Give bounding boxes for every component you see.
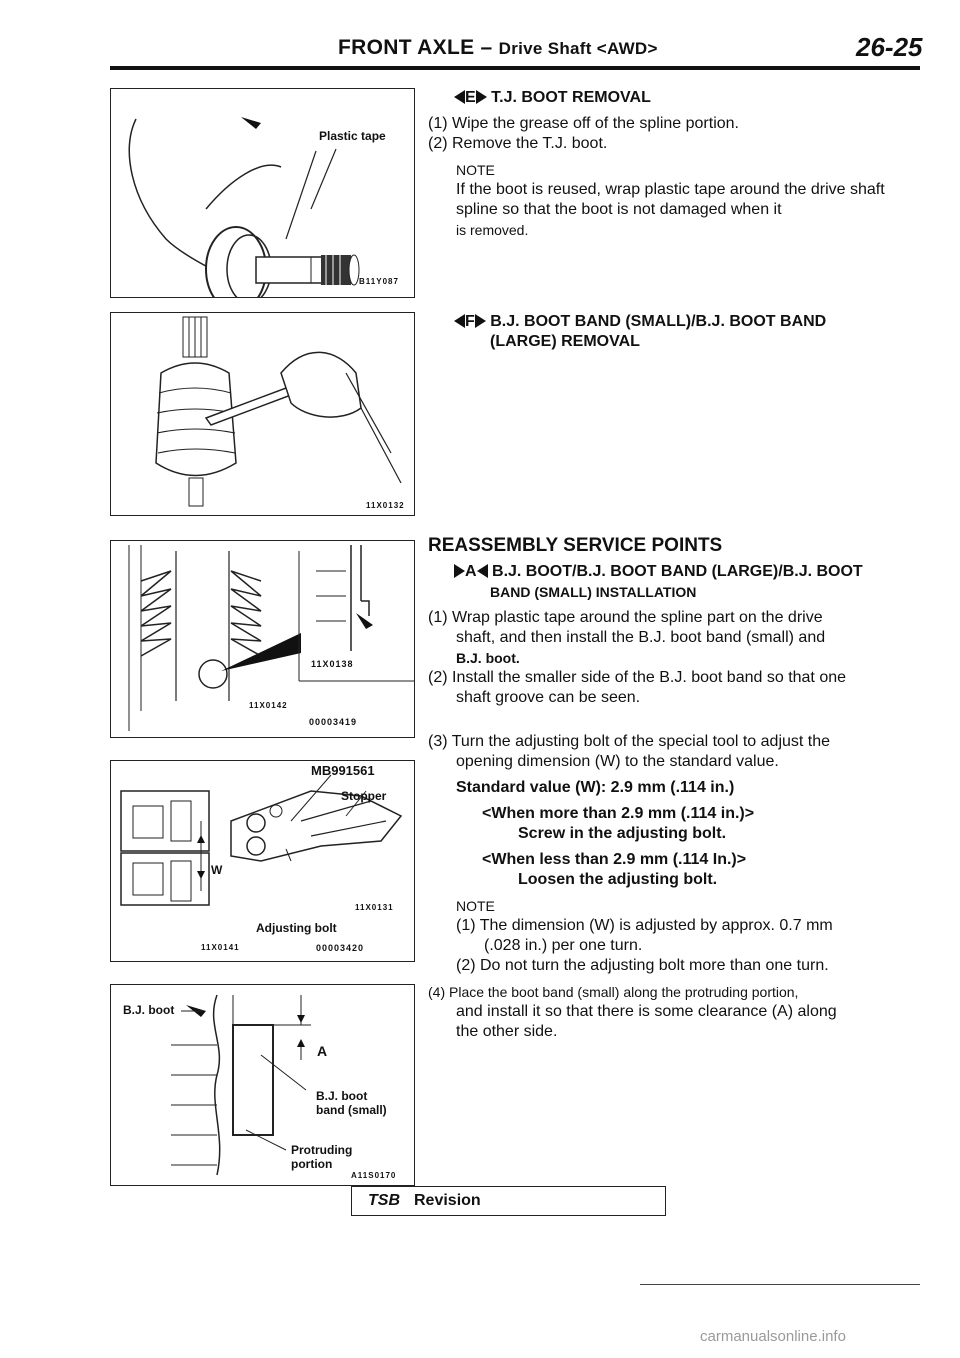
- tsb-label: TSB: [368, 1192, 400, 1209]
- reassembly-title-2: BAND (SMALL) INSTALLATION: [490, 584, 697, 600]
- note-text: (1) The dimension (W) is adjusted by app…: [456, 917, 833, 934]
- step-text: (1) Wipe the grease off of the spline po…: [428, 115, 739, 132]
- label-w: W: [211, 863, 223, 877]
- note-text: (.028 in.) per one turn.: [484, 937, 643, 954]
- note-label: NOTE: [456, 898, 495, 914]
- reassembly-subheading: A B.J. BOOT/B.J. BOOT BAND (LARGE)/B.J. …: [428, 562, 918, 582]
- step-text: shaft groove can be seen.: [456, 689, 641, 706]
- step-text: the other side.: [456, 1023, 558, 1040]
- step-text: B.J. boot.: [456, 650, 520, 666]
- label-tool-number: MB991561: [311, 763, 375, 778]
- note-label: NOTE: [456, 162, 495, 178]
- section-bj-band-removal: F B.J. BOOT BAND (SMALL)/B.J. BOOT BAND …: [428, 312, 918, 352]
- special-tool-drawing: [120, 774, 403, 906]
- footer-rule: [640, 1284, 920, 1285]
- label-protruding-2: portion: [291, 1157, 333, 1171]
- step-text: and install it so that there is some cle…: [456, 1003, 837, 1020]
- reassembly-title: B.J. BOOT/B.J. BOOT BAND (LARGE)/B.J. BO…: [492, 563, 863, 580]
- label-plastic-tape: Plastic tape: [319, 129, 386, 143]
- tsb-revision-box: TSB Revision: [351, 1186, 666, 1216]
- boot-band-placement-drawing: [171, 994, 311, 1176]
- bj-band-removal-drawing: [155, 316, 402, 507]
- page-header: FRONT AXLE – Drive Shaft <AWD> 26-25: [0, 28, 960, 70]
- section-e-title: T.J. BOOT REMOVAL: [491, 89, 651, 106]
- marker-right-icon: [474, 314, 486, 328]
- revision-label: Revision: [414, 1192, 481, 1209]
- step-text: (3) Turn the adjusting bolt of the speci…: [428, 733, 831, 750]
- note-text: (2) Do not turn the adjusting bolt more …: [456, 957, 829, 974]
- label-adjusting-bolt: Adjusting bolt: [256, 921, 337, 935]
- step-text: (1) Wrap plastic tape around the spline …: [428, 609, 823, 626]
- header-rule: [110, 66, 920, 70]
- figure-bj-band-removal: 11X0132: [110, 312, 415, 516]
- figure-code-a: 11X0131: [355, 903, 394, 912]
- step-text: (4) Place the boot band (small) along th…: [428, 984, 799, 1000]
- figure-special-tool: MB991561 Stopper W 11X0131 Adjusting bol…: [110, 760, 415, 962]
- figure-code: A11S0170: [351, 1171, 397, 1180]
- watermark: carmanualsonline.info: [700, 1328, 846, 1345]
- label-bj-boot: B.J. boot: [123, 1003, 175, 1017]
- figure-code-c: 00003420: [316, 943, 365, 953]
- title-main: FRONT AXLE –: [338, 36, 493, 59]
- section-f-heading: F B.J. BOOT BAND (SMALL)/B.J. BOOT BAND: [428, 312, 918, 332]
- figure-tj-boot: Plastic tape B11Y087: [110, 88, 415, 298]
- step-text: (2) Install the smaller side of the B.J.…: [428, 669, 847, 686]
- marker-letter: E: [465, 89, 476, 106]
- section-reassembly: REASSEMBLY SERVICE POINTS A B.J. BOOT/B.…: [428, 536, 918, 1042]
- marker-left-icon: [454, 90, 465, 104]
- label-band-2: band (small): [316, 1103, 387, 1117]
- figure-boot-band-placement: B.J. boot A B.J. boot band (small) Protr…: [110, 984, 415, 1186]
- step-text: (2) Remove the T.J. boot.: [428, 135, 608, 152]
- step-text: shaft, and then install the B.J. boot ba…: [456, 629, 826, 646]
- page-number: 26-25: [856, 32, 923, 62]
- condition-less: <When less than 2.9 mm (.114 In.)>: [482, 851, 747, 868]
- section-f-title-2: (LARGE) REMOVAL: [490, 333, 640, 350]
- marker-left-icon: [454, 314, 465, 328]
- tj-boot-drawing: [128, 117, 360, 297]
- figure-code: B11Y087: [359, 277, 399, 286]
- condition-more-action: Screw in the adjusting bolt.: [518, 825, 727, 842]
- figure-code-c: 00003419: [309, 717, 358, 727]
- figure-bj-boot-section: 11X0138 11X0142 00003419: [110, 540, 415, 738]
- label-protruding-1: Protruding: [291, 1143, 353, 1157]
- marker-right-icon: [475, 90, 487, 104]
- label-stopper: Stopper: [341, 789, 387, 803]
- section-f-title: B.J. BOOT BAND (SMALL)/B.J. BOOT BAND: [490, 313, 827, 330]
- standard-value: Standard value (W): 2.9 mm (.114 in.): [456, 779, 735, 796]
- reassembly-heading: REASSEMBLY SERVICE POINTS: [428, 535, 723, 556]
- figure-code-b: 11X0141: [201, 943, 240, 952]
- figure-code: 11X0132: [366, 501, 405, 510]
- marker-right-icon: [454, 564, 465, 578]
- label-band-1: B.J. boot: [316, 1089, 368, 1103]
- page-title: FRONT AXLE – Drive Shaft <AWD>: [338, 36, 658, 60]
- section-e-heading: E T.J. BOOT REMOVAL: [428, 88, 918, 108]
- condition-less-action: Loosen the adjusting bolt.: [518, 871, 718, 888]
- figure-code-b: 11X0142: [249, 701, 288, 710]
- figure-code-a: 11X0138: [311, 659, 354, 669]
- bj-boot-section-drawing: [128, 545, 414, 731]
- label-a: A: [317, 1043, 328, 1059]
- step-text: opening dimension (W) to the standard va…: [456, 753, 779, 770]
- marker-letter: A: [465, 563, 477, 580]
- note-text: is removed.: [456, 222, 529, 238]
- condition-more: <When more than 2.9 mm (.114 in.)>: [482, 805, 755, 822]
- marker-letter: F: [465, 313, 475, 330]
- note-text: If the boot is reused, wrap plastic tape…: [456, 181, 885, 218]
- section-tj-boot-removal: E T.J. BOOT REMOVAL (1) Wipe the grease …: [428, 88, 918, 240]
- title-sub: Drive Shaft <AWD>: [498, 39, 658, 58]
- marker-left-icon: [476, 564, 488, 578]
